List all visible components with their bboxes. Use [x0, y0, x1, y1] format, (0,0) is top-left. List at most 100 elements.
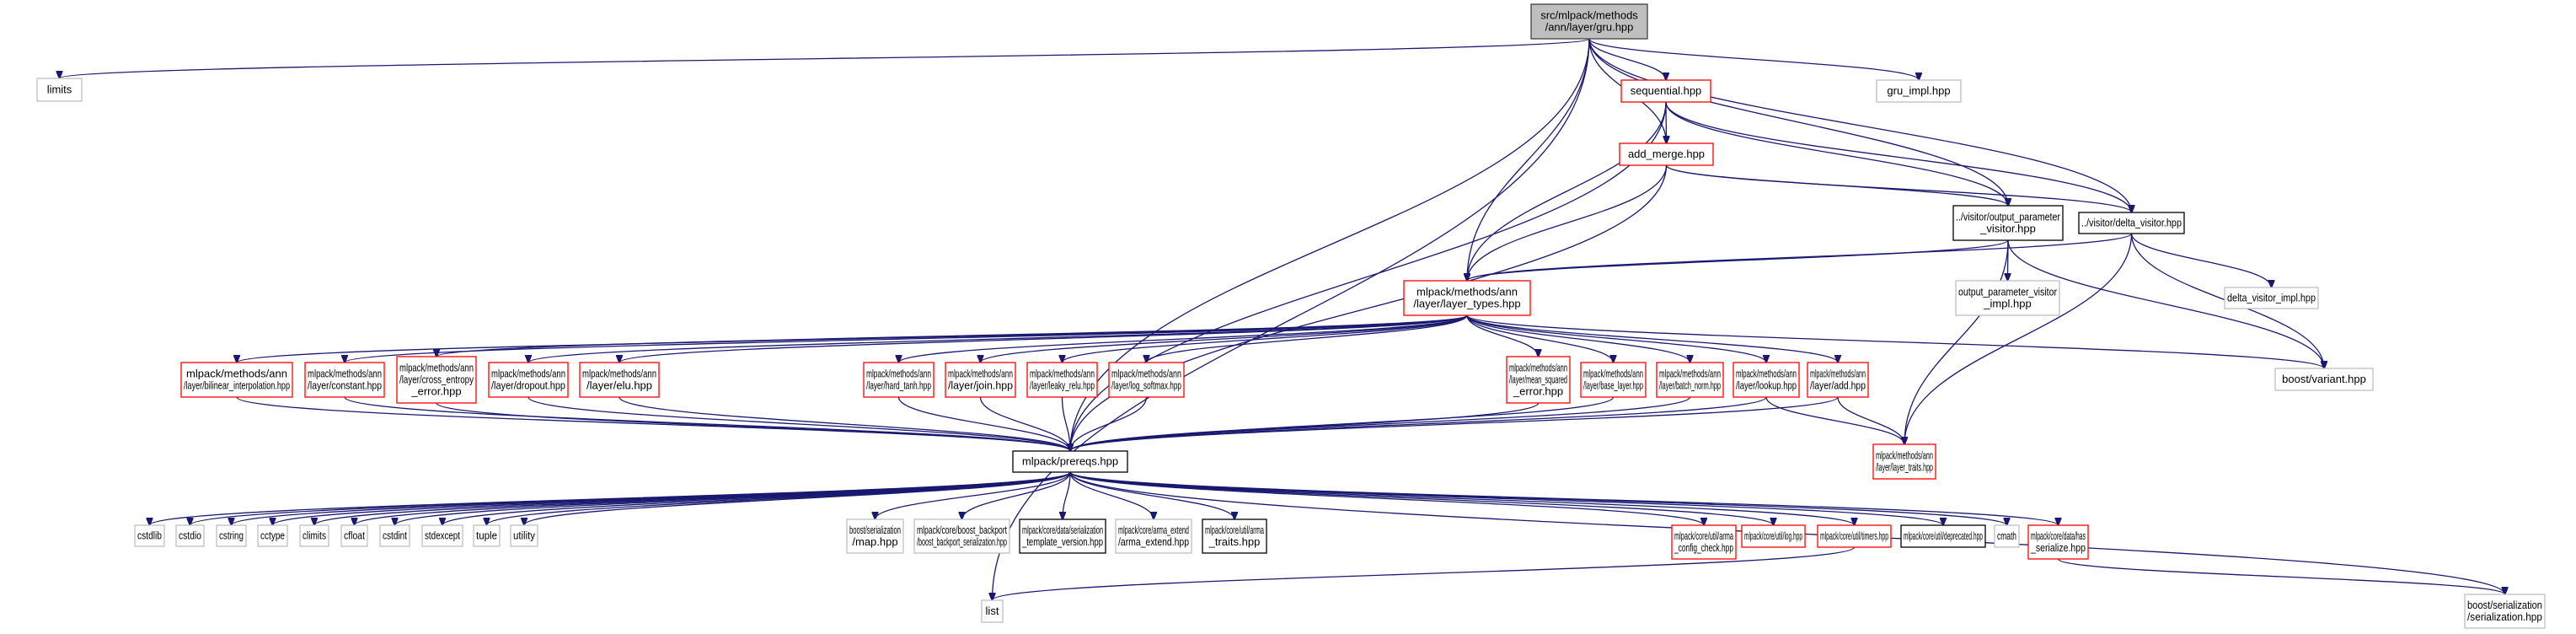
node-boost-serialization-serialization[interactable]: boost/serialization/serialization.hpp — [2464, 594, 2546, 629]
node-box[interactable] — [1656, 362, 1724, 398]
node-cstdint[interactable]: cstdint — [379, 524, 410, 547]
node-limits[interactable]: limits — [36, 78, 83, 102]
node-log[interactable]: mlpack/core/util/log.hpp — [1741, 524, 1806, 548]
node-box[interactable] — [863, 362, 935, 398]
node-add[interactable]: mlpack/methods/ann/layer/add.hpp — [1807, 362, 1869, 398]
node-hard-tanh[interactable]: mlpack/methods/ann/layer/hard_tanh.hpp — [863, 362, 935, 398]
node-batch-norm[interactable]: mlpack/methods/ann/layer/batch_norm.hpp — [1656, 362, 1724, 398]
node-box[interactable] — [2078, 212, 2185, 234]
node-box[interactable] — [1026, 362, 1098, 398]
node-box[interactable] — [473, 524, 501, 547]
node-tuple[interactable]: tuple — [473, 524, 501, 547]
node-box[interactable] — [1019, 518, 1106, 554]
node-box[interactable] — [1108, 362, 1185, 398]
node-box[interactable] — [2464, 594, 2546, 629]
node-base-layer[interactable]: mlpack/methods/ann/layer/base_layer.hpp — [1580, 362, 1647, 398]
node-box[interactable] — [1671, 524, 1737, 560]
node-box[interactable] — [1955, 280, 2060, 316]
node-box[interactable] — [216, 524, 247, 547]
node-output-parameter-visitor[interactable]: ../visitor/output_parameter_visitor.hpp — [1952, 205, 2064, 241]
node-serialization-template-version[interactable]: mlpack/core/data/serialization_template_… — [1019, 518, 1106, 554]
node-sequential[interactable]: sequential.hpp — [1620, 79, 1711, 103]
node-join[interactable]: mlpack/methods/ann/layer/join.hpp — [945, 362, 1016, 398]
node-box[interactable] — [180, 362, 293, 398]
node-box[interactable] — [913, 518, 1010, 554]
node-cctype[interactable]: cctype — [257, 524, 288, 547]
node-cfloat[interactable]: cfloat — [340, 524, 368, 547]
node-prereqs[interactable]: mlpack/prereqs.hpp — [1012, 450, 1128, 473]
node-box[interactable] — [304, 362, 385, 398]
node-box[interactable] — [1952, 205, 2064, 241]
node-box[interactable] — [1994, 524, 2020, 548]
node-mean-squared-error[interactable]: mlpack/methods/ann/layer/mean_squared_er… — [1506, 356, 1571, 404]
node-box[interactable] — [2224, 287, 2319, 309]
node-box[interactable] — [1619, 142, 1714, 166]
node-box[interactable] — [1403, 280, 1531, 316]
node-delta-visitor[interactable]: ../visitor/delta_visitor.hpp — [2078, 212, 2185, 234]
node-box[interactable] — [379, 524, 410, 547]
node-boost-variant[interactable]: boost/variant.hpp — [2274, 368, 2374, 391]
node-box[interactable] — [36, 78, 83, 102]
node-box[interactable] — [1817, 524, 1892, 548]
node-box[interactable] — [1115, 518, 1192, 554]
node-box[interactable] — [1741, 524, 1806, 548]
node-box[interactable] — [846, 518, 904, 554]
node-box[interactable] — [1620, 79, 1711, 103]
node-box[interactable] — [2027, 524, 2089, 560]
node-delta-visitor-impl[interactable]: delta_visitor_impl.hpp — [2224, 287, 2319, 309]
node-has-serialize[interactable]: mlpack/core/data/has_serialize.hpp — [2027, 524, 2089, 560]
node-deprecated[interactable]: mlpack/core/util/deprecated.hpp — [1900, 524, 1986, 548]
node-lookup[interactable]: mlpack/methods/ann/layer/lookup.hpp — [1733, 362, 1800, 398]
node-leaky-relu[interactable]: mlpack/methods/ann/layer/leaky_relu.hpp — [1026, 362, 1098, 398]
node-list[interactable]: list — [981, 599, 1004, 623]
node-box[interactable] — [1807, 362, 1869, 398]
node-box[interactable] — [945, 362, 1016, 398]
node-box[interactable] — [510, 524, 538, 547]
node-box[interactable] — [340, 524, 368, 547]
node-arma-extend[interactable]: mlpack/core/arma_extend/arma_extend.hpp — [1115, 518, 1192, 554]
node-utility[interactable]: utility — [510, 524, 538, 547]
node-box[interactable] — [1580, 362, 1647, 398]
node-cmath[interactable]: cmath — [1994, 524, 2020, 548]
node-box[interactable] — [579, 362, 660, 398]
node-constant[interactable]: mlpack/methods/ann/layer/constant.hpp — [304, 362, 385, 398]
node-gru[interactable]: src/mlpack/methods/ann/layer/gru.hpp — [1530, 3, 1648, 40]
node-gru-impl[interactable]: gru_impl.hpp — [1876, 79, 1962, 103]
node-box[interactable] — [981, 599, 1004, 623]
node-box[interactable] — [175, 524, 205, 547]
node-arma-traits[interactable]: mlpack/core/util/arma_traits.hpp — [1202, 518, 1267, 554]
node-climits[interactable]: climits — [299, 524, 329, 547]
node-timers[interactable]: mlpack/core/util/timers.hpp — [1817, 524, 1892, 548]
node-box[interactable] — [1876, 79, 1962, 103]
node-layer-types[interactable]: mlpack/methods/ann/layer/layer_types.hpp — [1403, 280, 1531, 316]
node-cstdlib[interactable]: cstdlib — [134, 524, 165, 547]
node-box[interactable] — [1900, 524, 1986, 548]
node-output-parameter-visitor-impl[interactable]: output_parameter_visitor_impl.hpp — [1955, 280, 2060, 316]
node-box[interactable] — [299, 524, 329, 547]
node-cstdio[interactable]: cstdio — [175, 524, 205, 547]
node-boost-backport-serialization[interactable]: mlpack/core/boost_backport/boost_backpor… — [913, 518, 1010, 554]
node-log-softmax[interactable]: mlpack/methods/ann/layer/log_softmax.hpp — [1108, 362, 1185, 398]
node-dropout[interactable]: mlpack/methods/ann/layer/dropout.hpp — [488, 362, 569, 398]
node-cstring[interactable]: cstring — [216, 524, 247, 547]
node-cross-entropy-error[interactable]: mlpack/methods/ann/layer/cross_entropy_e… — [396, 356, 477, 404]
node-box[interactable] — [488, 362, 569, 398]
node-bilinear-interpolation[interactable]: mlpack/methods/ann/layer/bilinear_interp… — [180, 362, 293, 398]
node-box[interactable] — [396, 356, 477, 404]
node-box[interactable] — [1872, 443, 1936, 480]
node-box[interactable] — [1506, 356, 1571, 404]
node-box[interactable] — [1202, 518, 1267, 554]
node-add-merge[interactable]: add_merge.hpp — [1619, 142, 1714, 166]
node-box[interactable] — [2274, 368, 2374, 391]
node-box[interactable] — [257, 524, 288, 547]
node-arma-config-check[interactable]: mlpack/core/util/arma_config_check.hpp — [1671, 524, 1737, 560]
node-layer-traits[interactable]: mlpack/methods/ann/layer/layer_traits.hp… — [1872, 443, 1936, 480]
node-box[interactable] — [134, 524, 165, 547]
node-box[interactable] — [421, 524, 463, 547]
node-elu[interactable]: mlpack/methods/ann/layer/elu.hpp — [579, 362, 660, 398]
node-boost-serialization-map[interactable]: boost/serialization/map.hpp — [846, 518, 904, 554]
node-box[interactable] — [1733, 362, 1800, 398]
node-box[interactable] — [1530, 3, 1648, 40]
node-box[interactable] — [1012, 450, 1128, 473]
node-stdexcept[interactable]: stdexcept — [421, 524, 463, 547]
